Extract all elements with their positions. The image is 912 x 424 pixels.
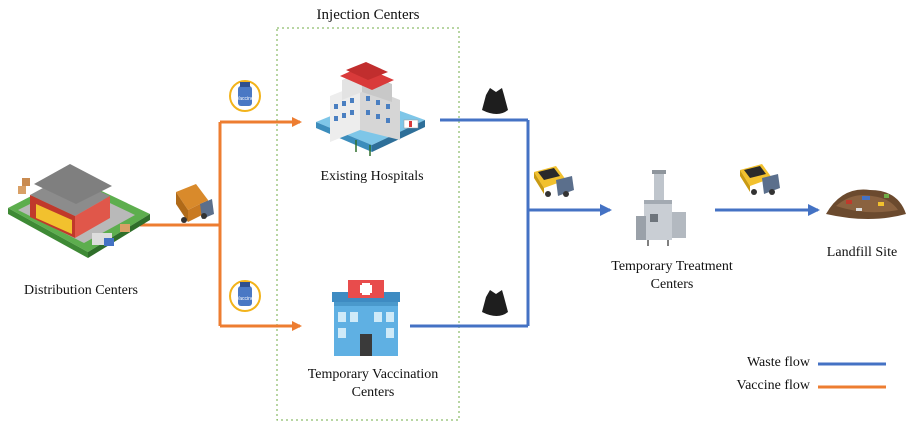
distribution-centers-label: Distribution Centers	[24, 283, 138, 298]
landfill-site-label: Landfill Site	[826, 245, 898, 260]
vaccination-centers-label-line2: Centers	[351, 385, 395, 400]
incinerator-icon	[636, 170, 686, 246]
warehouse-icon	[8, 164, 150, 258]
vaccine-badge-text: Vaccine	[236, 296, 254, 302]
treatment-centers-label: Temporary Treatment Centers	[592, 258, 752, 294]
clinic-icon	[332, 280, 400, 356]
existing-hospitals-label: Existing Hospitals	[320, 169, 424, 184]
treatment-centers-label-line1: Temporary Treatment	[611, 259, 733, 274]
dump-truck-icon	[740, 164, 780, 195]
delivery-van-icon	[176, 184, 214, 223]
treatment-centers-label-line2: Centers	[650, 277, 694, 292]
garbage-bag-icon	[482, 88, 508, 114]
injection-centers-title: Injection Centers	[316, 7, 420, 23]
garbage-bag-icon	[482, 290, 508, 316]
vaccine-badge-text: Vaccine	[236, 96, 254, 102]
hospital-icon	[316, 62, 425, 156]
legend-waste-label: Waste flow	[746, 355, 810, 370]
vaccine-bottle-icon: Vaccine	[229, 80, 261, 112]
vaccination-centers-label: Temporary Vaccination Centers	[282, 366, 464, 402]
vaccination-centers-label-line1: Temporary Vaccination	[307, 367, 439, 382]
dump-truck-icon	[534, 166, 574, 197]
vaccine-flow	[140, 117, 302, 331]
injection-centers-group	[276, 27, 460, 421]
landfill-icon	[826, 189, 906, 219]
vaccine-bottle-icon: Vaccine	[229, 280, 261, 312]
waste-flow	[410, 118, 820, 328]
legend-vaccine-label: Vaccine flow	[736, 378, 810, 393]
